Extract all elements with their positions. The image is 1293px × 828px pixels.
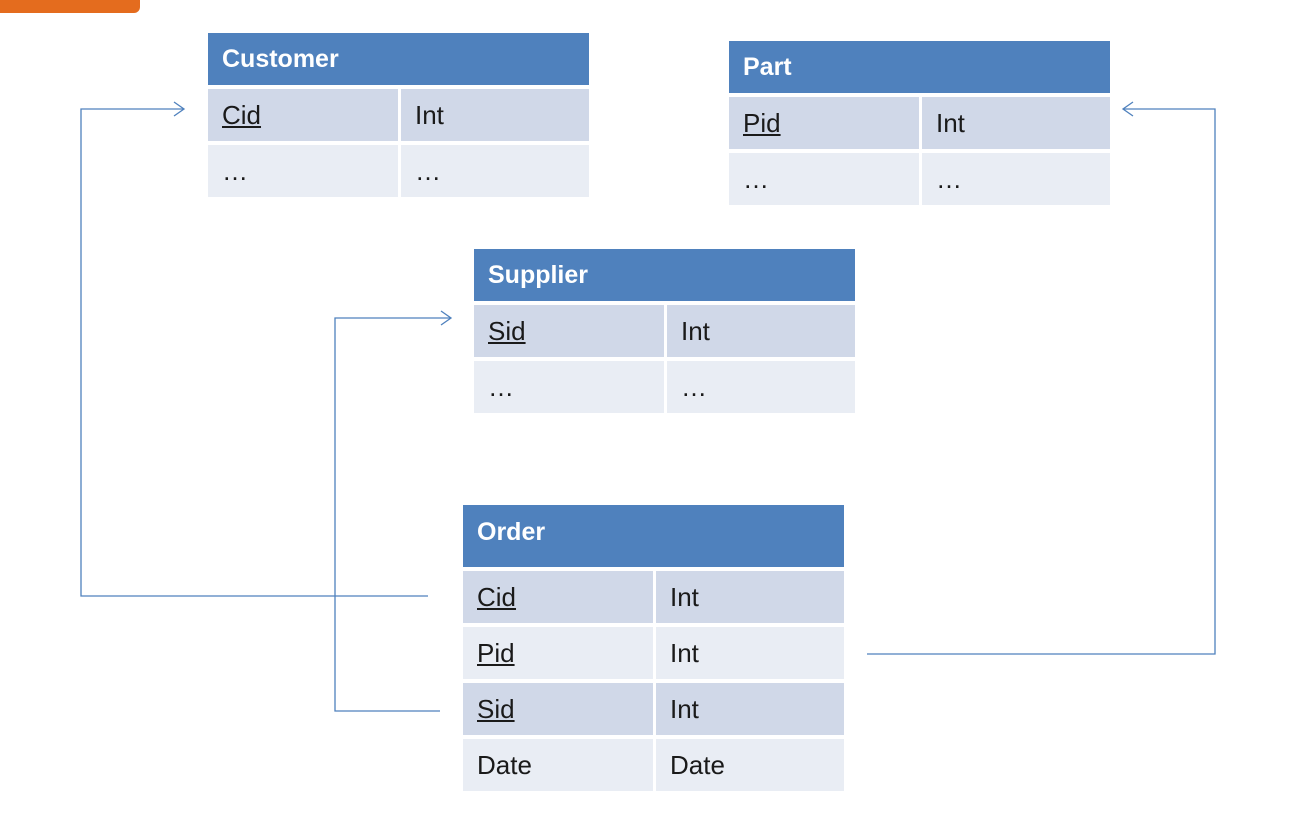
- customer-table-title: Customer: [208, 33, 589, 85]
- connector-cid: [80, 108, 428, 597]
- column-name: …: [208, 145, 398, 197]
- arrowhead-icon: [440, 310, 453, 326]
- column-type: Int: [656, 627, 844, 679]
- column-type: Int: [922, 97, 1110, 149]
- column-name: Sid: [474, 305, 664, 357]
- table-row: Sid Int: [474, 305, 855, 357]
- column-name: Cid: [208, 89, 398, 141]
- table-row: Date Date: [463, 739, 844, 791]
- table-row: … …: [208, 145, 589, 197]
- part-table-title: Part: [729, 41, 1110, 93]
- customer-table: Customer Cid Int … …: [208, 33, 589, 197]
- column-name: …: [474, 361, 664, 413]
- column-type: Int: [656, 571, 844, 623]
- table-row: Cid Int: [463, 571, 844, 623]
- column-name: Cid: [463, 571, 653, 623]
- accent-tab: [0, 0, 140, 13]
- column-name: Pid: [729, 97, 919, 149]
- supplier-table: Supplier Sid Int … …: [474, 249, 855, 413]
- supplier-table-title: Supplier: [474, 249, 855, 301]
- column-type: Int: [656, 683, 844, 735]
- table-row: Pid Int: [729, 97, 1110, 149]
- column-type: Int: [401, 89, 589, 141]
- arrowhead-icon: [173, 101, 186, 117]
- connector-pid: [867, 108, 1216, 655]
- order-table-title: Order: [463, 505, 844, 567]
- column-type: …: [667, 361, 855, 413]
- part-table: Part Pid Int … …: [729, 41, 1110, 205]
- column-name: Date: [463, 739, 653, 791]
- column-type: Date: [656, 739, 844, 791]
- column-type: …: [922, 153, 1110, 205]
- arrowhead-icon: [1121, 101, 1134, 117]
- column-type: Int: [667, 305, 855, 357]
- column-name: Pid: [463, 627, 653, 679]
- column-type: …: [401, 145, 589, 197]
- column-name: Sid: [463, 683, 653, 735]
- table-row: Cid Int: [208, 89, 589, 141]
- table-row: Pid Int: [463, 627, 844, 679]
- order-table: Order Cid Int Pid Int Sid Int Date Date: [463, 505, 844, 791]
- table-row: … …: [729, 153, 1110, 205]
- column-name: …: [729, 153, 919, 205]
- connector-sid: [334, 317, 450, 712]
- table-row: Sid Int: [463, 683, 844, 735]
- table-row: … …: [474, 361, 855, 413]
